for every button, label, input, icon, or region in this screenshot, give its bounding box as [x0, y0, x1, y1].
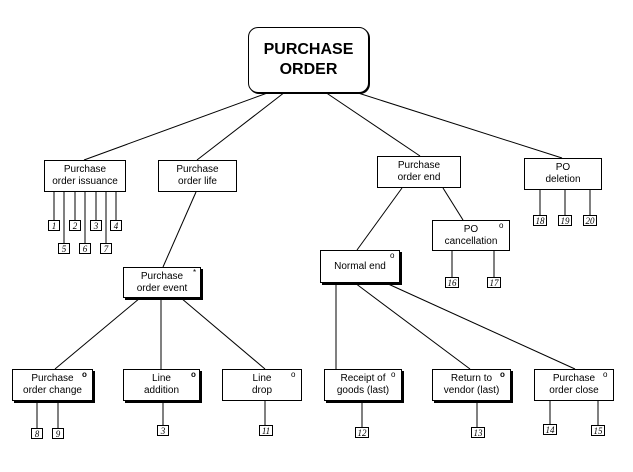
- connector: [162, 191, 197, 268]
- node-receipt-of-goods: Receipt of goods (last): [324, 369, 402, 401]
- connector: [442, 187, 464, 221]
- connector: [196, 91, 286, 161]
- leaf-number-box: 18: [533, 215, 547, 226]
- node-purchase-order-life: Purchase order life: [158, 160, 237, 192]
- leaf-number-box: 1: [48, 220, 60, 231]
- node-purchase-order-event: Purchase order event: [123, 267, 201, 298]
- node-purchase-order-change: Purchase order change: [12, 369, 93, 401]
- leaf-number-box: 3: [157, 425, 169, 436]
- selection-marker: o: [291, 370, 296, 379]
- leaf-number-box: 12: [355, 427, 369, 438]
- selection-marker: o: [390, 251, 395, 260]
- leaf-number-box: 6: [79, 243, 91, 254]
- leaf-number-box: 13: [471, 427, 485, 438]
- node-po-deletion: PO deletion: [524, 158, 602, 190]
- connector: [324, 91, 421, 157]
- selection-marker: o: [391, 370, 396, 379]
- leaf-number-box: 8: [31, 428, 43, 439]
- connector: [54, 297, 141, 370]
- selection-marker: o: [82, 370, 87, 379]
- selection-marker: o: [500, 370, 505, 379]
- node-purchase-order-close: Purchase order close: [534, 369, 614, 401]
- selection-marker: o: [603, 370, 608, 379]
- selection-marker: o: [191, 370, 196, 379]
- node-po-cancellation: PO cancellation: [432, 220, 510, 251]
- connector: [354, 91, 563, 159]
- connector: [356, 187, 403, 251]
- connector: [385, 282, 576, 370]
- selection-marker: o: [499, 221, 504, 230]
- leaf-number-box: 3: [90, 220, 102, 231]
- node-purchase-order-issuance: Purchase order issuance: [44, 160, 126, 192]
- leaf-number-box: 15: [591, 425, 605, 436]
- node-purchase-order-end: Purchase order end: [377, 156, 461, 188]
- leaf-number-box: 19: [558, 215, 572, 226]
- leaf-number-box: 14: [543, 424, 557, 435]
- connector: [83, 91, 271, 161]
- connector: [354, 282, 471, 370]
- node-return-to-vendor: Return to vendor (last): [432, 369, 511, 401]
- leaf-number-box: 4: [110, 220, 122, 231]
- leaf-number-box: 11: [259, 425, 273, 436]
- leaf-number-box: 5: [58, 243, 70, 254]
- node-line-drop: Line drop: [222, 369, 302, 401]
- leaf-number-box: 2: [69, 220, 81, 231]
- node-normal-end: Normal end: [320, 250, 400, 283]
- leaf-number-box: 17: [487, 277, 501, 288]
- node-line-addition: Line addition: [123, 369, 200, 401]
- iteration-marker: *: [193, 268, 197, 277]
- leaf-number-box: 9: [52, 428, 64, 439]
- leaf-number-box: 7: [100, 243, 112, 254]
- connector: [180, 297, 266, 370]
- leaf-number-box: 20: [583, 215, 597, 226]
- leaf-number-box: 16: [445, 277, 459, 288]
- root-node-purchase-order: PURCHASE ORDER: [248, 27, 369, 93]
